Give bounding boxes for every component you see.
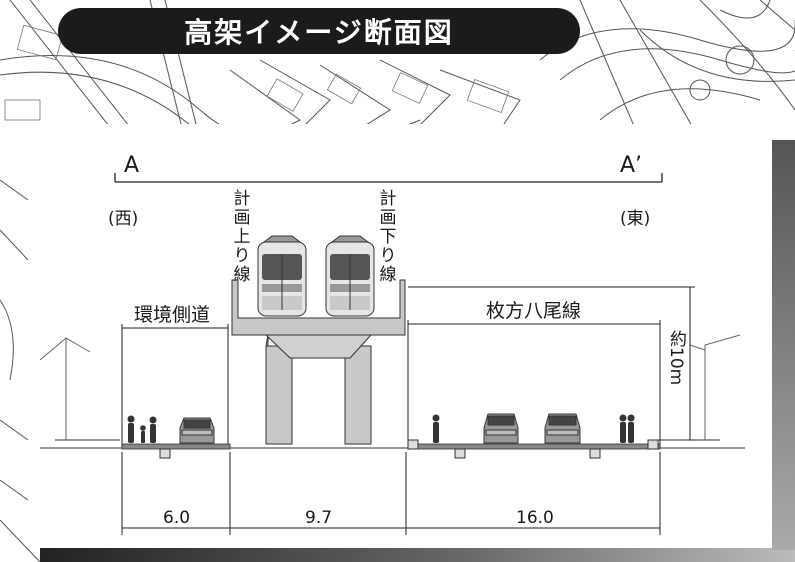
direction-east: (東) <box>620 209 651 229</box>
curb-drain <box>159 439 659 459</box>
direction-west: (西) <box>108 209 139 229</box>
dimension-viaduct: 9.7 <box>305 508 333 528</box>
dimension-side-road: 6.0 <box>163 508 191 528</box>
house-outline-icon <box>39 337 91 440</box>
viaduct-structure <box>231 279 406 445</box>
section-line <box>114 173 663 183</box>
train-icon <box>257 235 307 317</box>
section-mark-left: A <box>124 153 140 178</box>
dimension-main-road: 16.0 <box>516 508 554 528</box>
house-outline-icon <box>689 334 741 440</box>
track-label-down: 計画下り線 <box>379 189 397 285</box>
page-title: 高架イメージ断面図 <box>58 8 580 54</box>
section-mark-right: A’ <box>620 153 643 178</box>
car-icon <box>483 413 519 444</box>
panel-shadow-right <box>772 140 795 550</box>
car-icon <box>544 413 581 444</box>
cross-section-panel <box>28 124 772 548</box>
height-label: 約10m <box>666 330 686 386</box>
train-icon <box>325 235 375 317</box>
track-label-up: 計画上り線 <box>233 189 251 285</box>
pedestrian-icon <box>127 414 635 443</box>
road-label-main: 枚方八尾線 <box>486 300 582 322</box>
car-icon <box>179 417 215 444</box>
road-label-side: 環境側道 <box>134 304 211 326</box>
